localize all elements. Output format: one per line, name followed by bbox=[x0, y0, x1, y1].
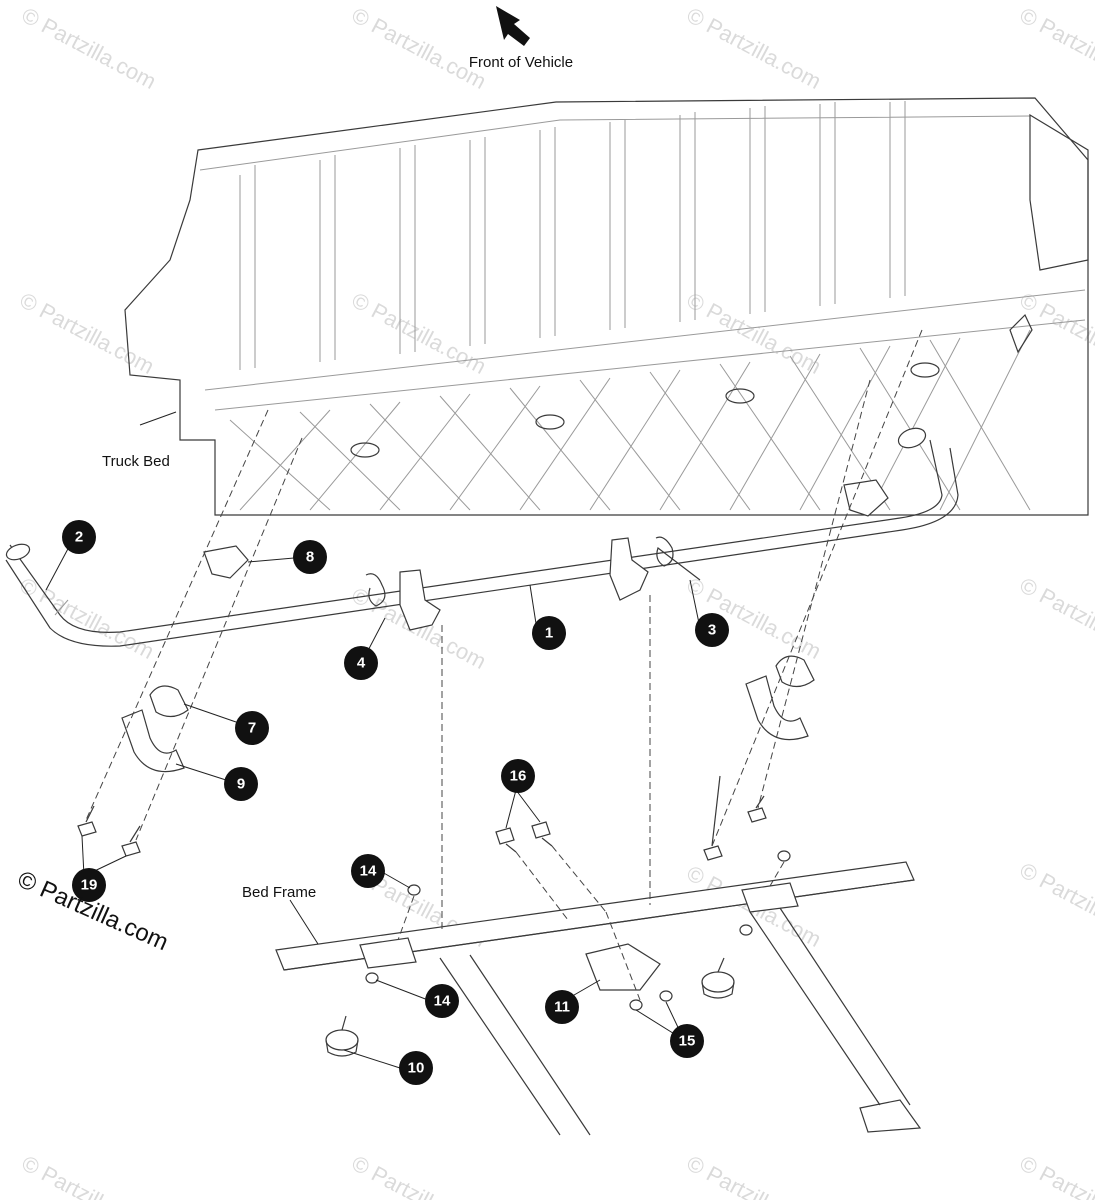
watermark: © Partzilla.com bbox=[1016, 1150, 1095, 1200]
svg-text:14: 14 bbox=[360, 863, 377, 880]
frame-hardware bbox=[325, 850, 791, 1057]
watermark: © Partzilla.com bbox=[16, 572, 159, 664]
watermark: © Partzilla.com bbox=[683, 1150, 826, 1200]
watermark: © Partzilla.com bbox=[1016, 287, 1095, 379]
watermark: © Partzilla.com bbox=[348, 2, 491, 94]
svg-text:2: 2 bbox=[75, 529, 83, 546]
bracket-8-right bbox=[843, 479, 889, 517]
svg-text:9: 9 bbox=[237, 776, 245, 793]
bed-ribs bbox=[239, 101, 906, 370]
callout-11[interactable]: 11 bbox=[545, 990, 579, 1024]
bed-frame-leader bbox=[289, 899, 319, 945]
svg-text:7: 7 bbox=[248, 720, 256, 737]
bed-frame-label: Bed Frame bbox=[242, 884, 316, 901]
truck-bed-leader bbox=[139, 411, 177, 426]
callout-19[interactable]: 19 bbox=[72, 868, 106, 902]
truck-bed-label: Truck Bed bbox=[102, 453, 170, 470]
front-of-vehicle-label: Front of Vehicle bbox=[469, 54, 573, 71]
bracket-8-left bbox=[203, 545, 249, 579]
watermark: © Partzilla.com bbox=[1016, 572, 1095, 664]
callout-2[interactable]: 2 bbox=[62, 520, 96, 554]
watermark: © Partzilla.com bbox=[16, 287, 159, 379]
clamp-9-right bbox=[745, 675, 809, 741]
bed-frame bbox=[275, 861, 922, 1136]
watermark: © Partzilla.com bbox=[348, 1150, 491, 1200]
callout-4[interactable]: 4 bbox=[344, 646, 378, 680]
callout-9[interactable]: 9 bbox=[224, 767, 258, 801]
assembly-lines bbox=[85, 329, 923, 1001]
bed-grid bbox=[229, 329, 1031, 511]
watermark: © Partzilla.com bbox=[1016, 857, 1095, 949]
svg-text:3: 3 bbox=[708, 622, 716, 639]
callout-14-bottom[interactable]: 14 bbox=[425, 984, 459, 1018]
svg-text:4: 4 bbox=[357, 655, 366, 672]
bar-clips bbox=[365, 536, 701, 631]
svg-text:1: 1 bbox=[545, 625, 553, 642]
bolts-19 bbox=[77, 775, 767, 861]
callout-8[interactable]: 8 bbox=[293, 540, 327, 574]
callout-7[interactable]: 7 bbox=[235, 711, 269, 745]
callout-1[interactable]: 1 bbox=[532, 616, 566, 650]
svg-text:8: 8 bbox=[306, 549, 314, 566]
bushing-7-left bbox=[149, 685, 189, 718]
bushing-7-right bbox=[775, 655, 815, 688]
truck-bed bbox=[124, 97, 1089, 516]
svg-text:14: 14 bbox=[434, 993, 451, 1010]
svg-text:10: 10 bbox=[408, 1060, 425, 1077]
svg-text:15: 15 bbox=[679, 1033, 696, 1050]
stabilizer-bar bbox=[5, 427, 959, 647]
watermark: © Partzilla.com bbox=[683, 2, 826, 94]
front-direction-arrow-icon bbox=[496, 6, 530, 46]
bolts-16 bbox=[495, 821, 553, 853]
svg-text:16: 16 bbox=[510, 768, 527, 785]
svg-text:11: 11 bbox=[554, 999, 570, 1016]
callout-14-top[interactable]: 14 bbox=[351, 854, 385, 888]
callout-3[interactable]: 3 bbox=[695, 613, 729, 647]
watermark: © Partzilla.com bbox=[18, 1150, 161, 1200]
watermark: © Partzilla.com bbox=[1016, 2, 1095, 94]
watermark: © Partzilla.com bbox=[18, 2, 161, 94]
clamp-9-left bbox=[121, 709, 185, 773]
svg-text:19: 19 bbox=[81, 877, 98, 894]
callout-16[interactable]: 16 bbox=[501, 759, 535, 793]
callout-10[interactable]: 10 bbox=[399, 1051, 433, 1085]
callout-15[interactable]: 15 bbox=[670, 1024, 704, 1058]
